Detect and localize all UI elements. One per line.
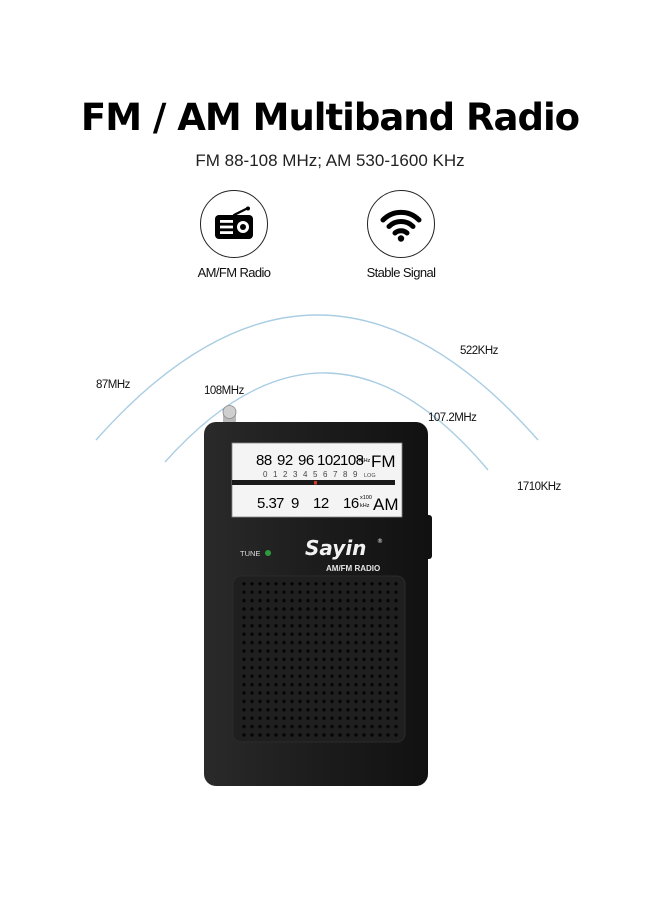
log-tick: 0 xyxy=(263,470,268,479)
feature-am-fm-radio: AM/FM Radio xyxy=(174,190,294,280)
dial-window xyxy=(231,442,403,518)
fm-tick-label: 102 xyxy=(317,452,341,469)
log-tick: 6 xyxy=(323,470,328,479)
fm-tick-label: 88 xyxy=(256,452,272,469)
tuning-knob[interactable] xyxy=(425,515,432,559)
feature-label: AM/FM Radio xyxy=(197,265,271,280)
am-tick-label: 9 xyxy=(291,495,299,512)
page-subtitle: FM 88-108 MHz; AM 530-1600 KHz xyxy=(195,151,465,170)
fm-unit: MHz xyxy=(359,458,371,464)
freq-label-522khz: 522KHz xyxy=(460,345,498,357)
log-label: LOG xyxy=(364,473,376,479)
brand-logo: Sayin xyxy=(305,536,366,560)
page-title: FM / AM Multiband Radio xyxy=(80,96,580,139)
log-tick: 5 xyxy=(313,470,318,479)
log-tick: 4 xyxy=(303,470,308,479)
fm-band-label: FM xyxy=(371,452,396,471)
log-tick: 7 xyxy=(333,470,338,479)
tune-label: TUNE xyxy=(240,549,260,558)
svg-text:5.3 7 9 12 16: 5.3 7 9 12 16 xyxy=(257,495,359,512)
svg-text:0 1 2 3 4: 0 1 2 3 4 5 6 7 8 9 xyxy=(263,470,358,479)
svg-text:88 92 96 102 1: 88 92 96 102 108 xyxy=(256,452,364,469)
wifi-signal-icon xyxy=(367,190,435,258)
log-tick: 3 xyxy=(293,470,298,479)
freq-label-87mhz: 87MHz xyxy=(96,379,130,391)
am-band-label: AM xyxy=(373,495,399,514)
radio-icon xyxy=(200,190,268,258)
tune-led xyxy=(265,550,271,556)
feature-stable-signal: Stable Signal xyxy=(341,190,461,280)
log-tick: 1 xyxy=(273,470,278,479)
fm-tick-label: 108 xyxy=(340,452,364,469)
freq-label-108mhz: 108MHz xyxy=(204,385,244,397)
am-unit-bottom: kHz xyxy=(360,503,370,509)
am-tick-label: 16 xyxy=(343,495,359,512)
outer-wave-arc xyxy=(95,314,539,441)
speaker-grille xyxy=(232,575,406,743)
fm-tick-label: 96 xyxy=(298,452,314,469)
am-tick-label: 5.3 xyxy=(257,495,277,512)
am-tick-label: 12 xyxy=(313,495,329,512)
model-label: AM/FM RADIO xyxy=(326,564,380,573)
feature-label: Stable Signal xyxy=(366,265,436,280)
am-tick-label: 7 xyxy=(276,495,284,512)
tuning-needle xyxy=(314,481,317,485)
freq-label-1710khz: 1710KHz xyxy=(517,481,561,493)
registered-mark: ® xyxy=(377,538,383,545)
am-unit-top: x100 xyxy=(360,495,372,501)
fm-tick-label: 92 xyxy=(277,452,293,469)
log-tick: 9 xyxy=(353,470,358,479)
log-tick: 2 xyxy=(283,470,288,479)
inner-wave-arc xyxy=(164,372,489,471)
freq-label-107-2mhz: 107.2MHz xyxy=(428,412,477,424)
log-tick: 8 xyxy=(343,470,348,479)
